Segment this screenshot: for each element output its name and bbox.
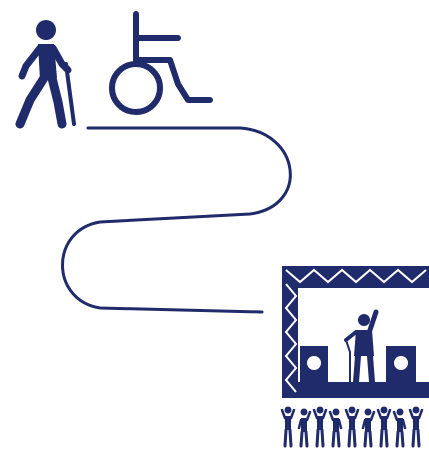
winding-path bbox=[63, 128, 291, 312]
crowd-icon bbox=[282, 407, 422, 447]
wheelchair-icon bbox=[112, 14, 210, 112]
concert-stage-icon bbox=[282, 266, 429, 398]
walking-person-with-cane-icon bbox=[20, 20, 74, 124]
